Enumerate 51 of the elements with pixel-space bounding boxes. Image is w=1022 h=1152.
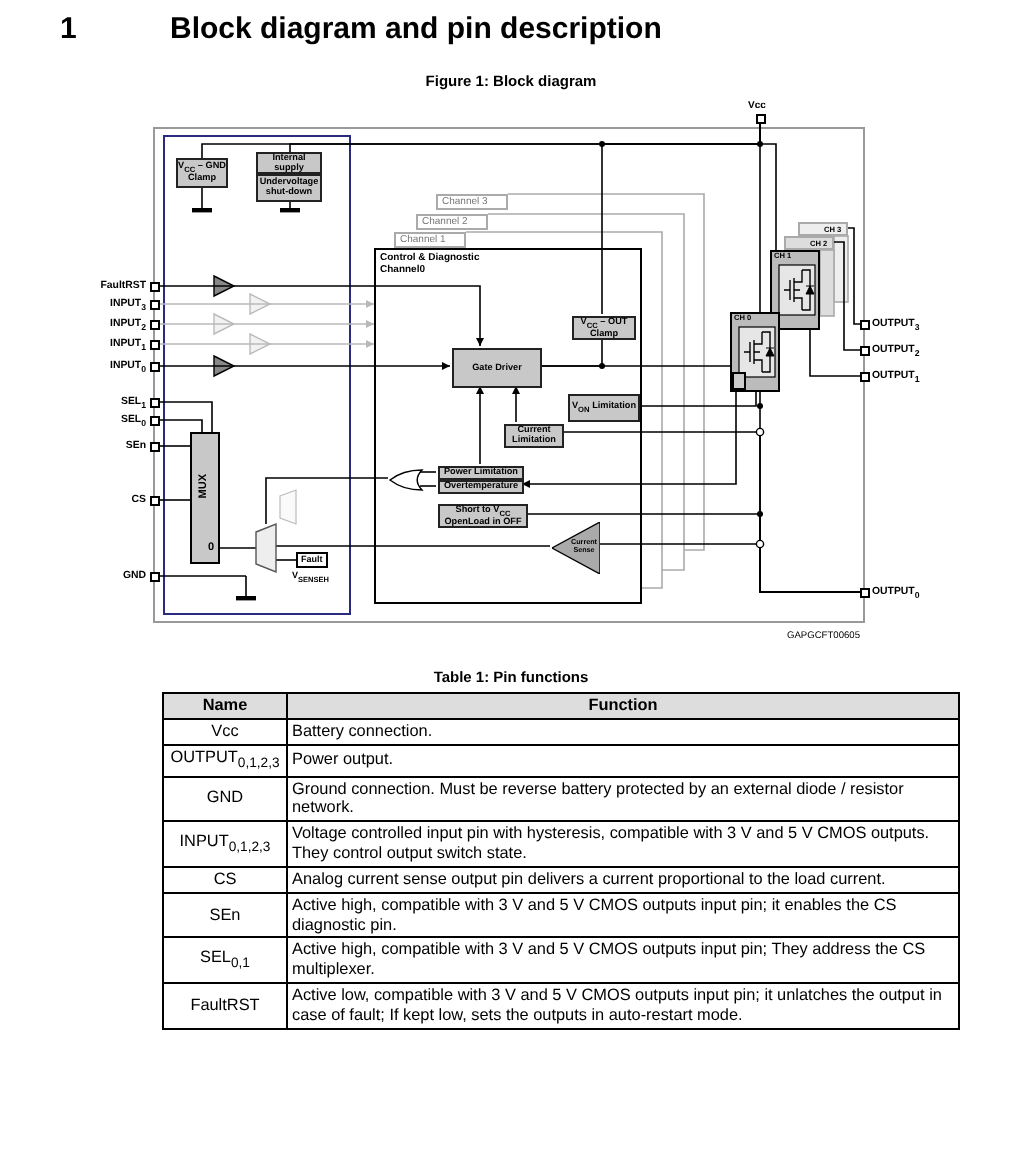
connector-line bbox=[419, 485, 437, 487]
mux-block bbox=[190, 432, 220, 564]
table-cell: Battery connection. bbox=[287, 718, 959, 745]
mosfet-block bbox=[730, 312, 780, 392]
table-cell: Analog current sense output pin delivers a current proportional to the load current. bbox=[287, 866, 959, 893]
connector-line bbox=[159, 362, 451, 370]
connector-line bbox=[159, 285, 484, 347]
connector-line bbox=[809, 329, 861, 377]
connector-line bbox=[539, 337, 603, 367]
connector-line bbox=[275, 545, 551, 547]
connector-line bbox=[265, 477, 389, 525]
table-cell: SEL$_{0,1}$ bbox=[163, 937, 287, 984]
control-block bbox=[374, 248, 642, 604]
connector-line bbox=[159, 320, 375, 328]
table-cell: GND bbox=[163, 776, 287, 822]
connector-line bbox=[476, 385, 484, 465]
connector-line bbox=[159, 401, 213, 433]
connector-line bbox=[275, 559, 297, 561]
table-cell: CS bbox=[163, 866, 287, 893]
connector-line bbox=[637, 391, 757, 407]
table-cell: OUTPUT$_{0,1,2,3}$ bbox=[163, 744, 287, 777]
connector-line bbox=[159, 300, 375, 308]
mosfet-block bbox=[770, 250, 820, 330]
table-cell: Power output. bbox=[287, 744, 959, 777]
table-cell: Active high, compatible with 3 V and 5 V CMOS outputs input pin; it enables the CS diagnostic pin. bbox=[287, 892, 959, 938]
connector-line bbox=[419, 471, 437, 473]
section-title: Block diagram and pin description bbox=[170, 12, 662, 46]
switch-trapezoid bbox=[256, 524, 276, 572]
connector-line bbox=[159, 340, 375, 348]
connector-line bbox=[159, 445, 191, 447]
connector-line bbox=[561, 431, 861, 593]
table-cell: Ground connection. Must be reverse battery protected by an external diode / resistor network. bbox=[287, 776, 959, 822]
table-cell: SEn bbox=[163, 892, 287, 938]
header-cell: Name bbox=[163, 693, 287, 719]
connector-line bbox=[521, 391, 737, 488]
connector-line bbox=[159, 419, 203, 433]
table-cell: INPUT$_{0,1,2,3}$ bbox=[163, 821, 287, 867]
or-gate bbox=[390, 470, 422, 490]
connector-line bbox=[759, 123, 777, 251]
table-cell: Active low, compatible with 3 V and 5 V CMOS outputs input pin; it unlatches the output in case of fault; If kept low, sets the outputs in auto-restart mode. bbox=[287, 983, 959, 1029]
connector-line bbox=[219, 547, 257, 549]
connector-line bbox=[833, 241, 861, 351]
table-cell: Voltage controlled input pin with hysteresis, compatible with 3 V and 5 V CMOS outputs. They control output switch state. bbox=[287, 821, 959, 867]
table-cell: Active high, compatible with 3 V and 5 V CMOS outputs input pin; They address the CS multiplexer. bbox=[287, 937, 959, 984]
table-cell: Vcc bbox=[163, 718, 287, 745]
connector-line bbox=[159, 499, 191, 501]
table-cell: FaultRST bbox=[163, 983, 287, 1029]
header-cell: Function bbox=[287, 693, 959, 719]
connector-line bbox=[847, 227, 861, 325]
section-number: 1 bbox=[60, 12, 77, 46]
connector-line bbox=[512, 385, 520, 423]
